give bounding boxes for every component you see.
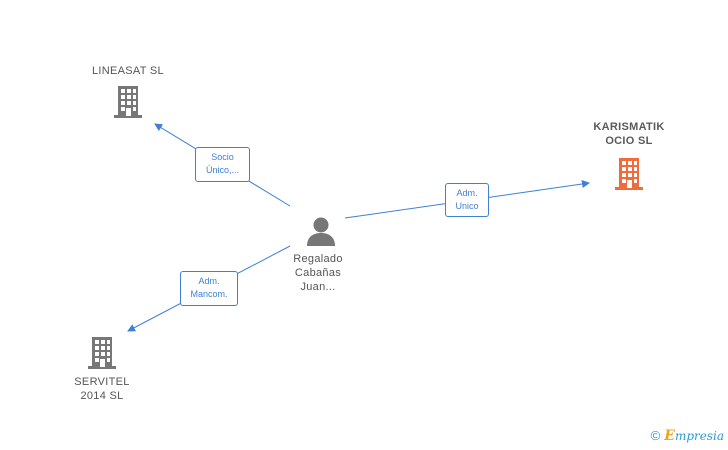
edge-label-line: Socio: [211, 152, 234, 162]
edge-label-to-lineasat[interactable]: Socio Único,...: [195, 147, 250, 182]
edge-label-line: Adm.: [456, 188, 478, 198]
edge-label-line: Mancom.: [190, 289, 228, 299]
node-name-line: Regalado: [293, 253, 343, 265]
copyright-symbol: ©: [650, 428, 661, 443]
brand-name: mpresia: [674, 429, 724, 443]
node-name-line: LINEASAT SL: [92, 65, 164, 77]
building-icon[interactable]: [613, 156, 645, 190]
node-name-line: 2014 SL: [80, 390, 124, 402]
edge-label-line: Único,...: [205, 165, 239, 175]
edge-label-line: Adm.: [198, 276, 220, 286]
edge-label-line: Unico: [455, 201, 479, 211]
person-icon[interactable]: [305, 216, 337, 246]
node-name-line: Juan...: [300, 281, 336, 293]
building-icon[interactable]: [112, 84, 144, 118]
node-label-servitel[interactable]: SERVITEL 2014 SL: [52, 375, 152, 403]
edge-label-to-servitel[interactable]: Adm. Mancom.: [180, 271, 238, 306]
node-name-line: Cabañas: [294, 267, 342, 279]
node-name-line: SERVITEL: [74, 376, 130, 388]
brand-initial: E: [664, 428, 675, 444]
node-label-karismatik[interactable]: KARISMATIK OCIO SL: [579, 120, 679, 148]
node-name-line: OCIO SL: [605, 135, 653, 147]
node-label-lineasat[interactable]: LINEASAT SL: [78, 64, 178, 78]
node-label-person[interactable]: Regalado Cabañas Juan...: [268, 252, 368, 294]
brand-footer: ©Empresia: [651, 428, 724, 444]
node-name-line: KARISMATIK: [593, 121, 665, 133]
edge-label-to-karismatik[interactable]: Adm. Unico: [445, 183, 489, 217]
building-icon[interactable]: [86, 335, 118, 369]
